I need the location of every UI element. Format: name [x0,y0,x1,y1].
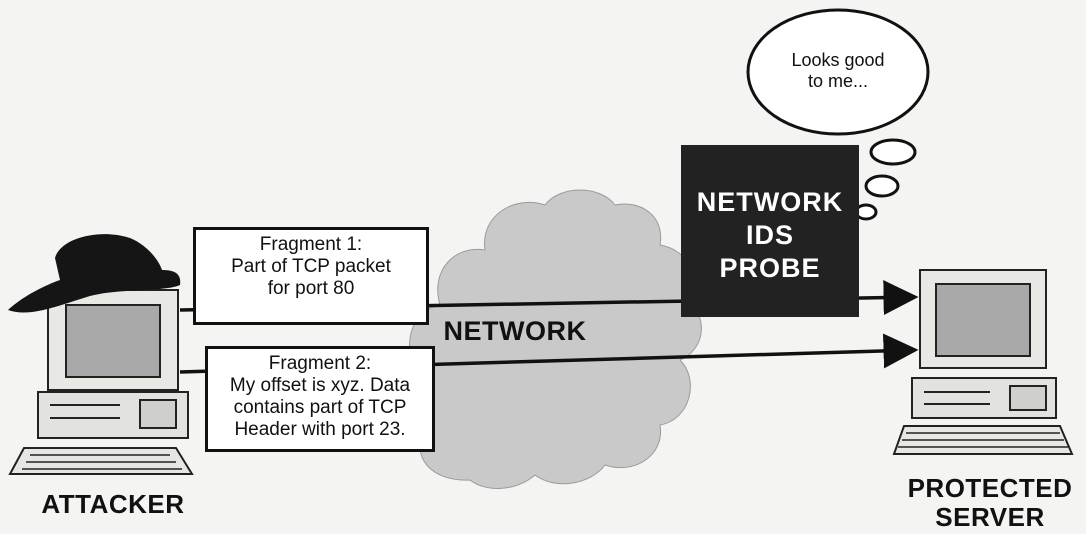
probe-line: NETWORK [696,187,844,217]
probe-line: PROBE [719,253,821,283]
fragment-line: Part of TCP packet [231,256,391,277]
fragment-2-box: Fragment 2: My offset is xyz. Data conta… [205,346,435,452]
fragment-line: Header with port 23. [234,419,406,440]
probe-line: IDS [745,220,794,250]
thought-line: to me... [807,71,869,91]
protected-server-label: PROTECTED SERVER [905,474,1075,532]
hat-icon [8,234,181,313]
attacker-label: ATTACKER [41,489,185,519]
server-computer-icon [892,269,1074,455]
fragment-line: for port 80 [267,278,355,299]
fragment-line: contains part of TCP [233,397,407,418]
network-label: NETWORK [443,316,587,346]
fragment-line: My offset is xyz. Data [229,375,411,396]
fragment-1-box: Fragment 1: Part of TCP packet for port … [193,227,429,325]
attacker-computer-icon [8,289,194,475]
fragment-line: Fragment 1: [259,234,363,255]
fragment-line: Fragment 2: [268,353,372,374]
protected-server-line: SERVER [935,502,1045,532]
thought-text: Looks good to me... [778,50,898,92]
ids-probe-box: NETWORK IDS PROBE [681,145,859,317]
thought-line: Looks good [791,50,885,70]
protected-server-line: PROTECTED [907,473,1073,503]
